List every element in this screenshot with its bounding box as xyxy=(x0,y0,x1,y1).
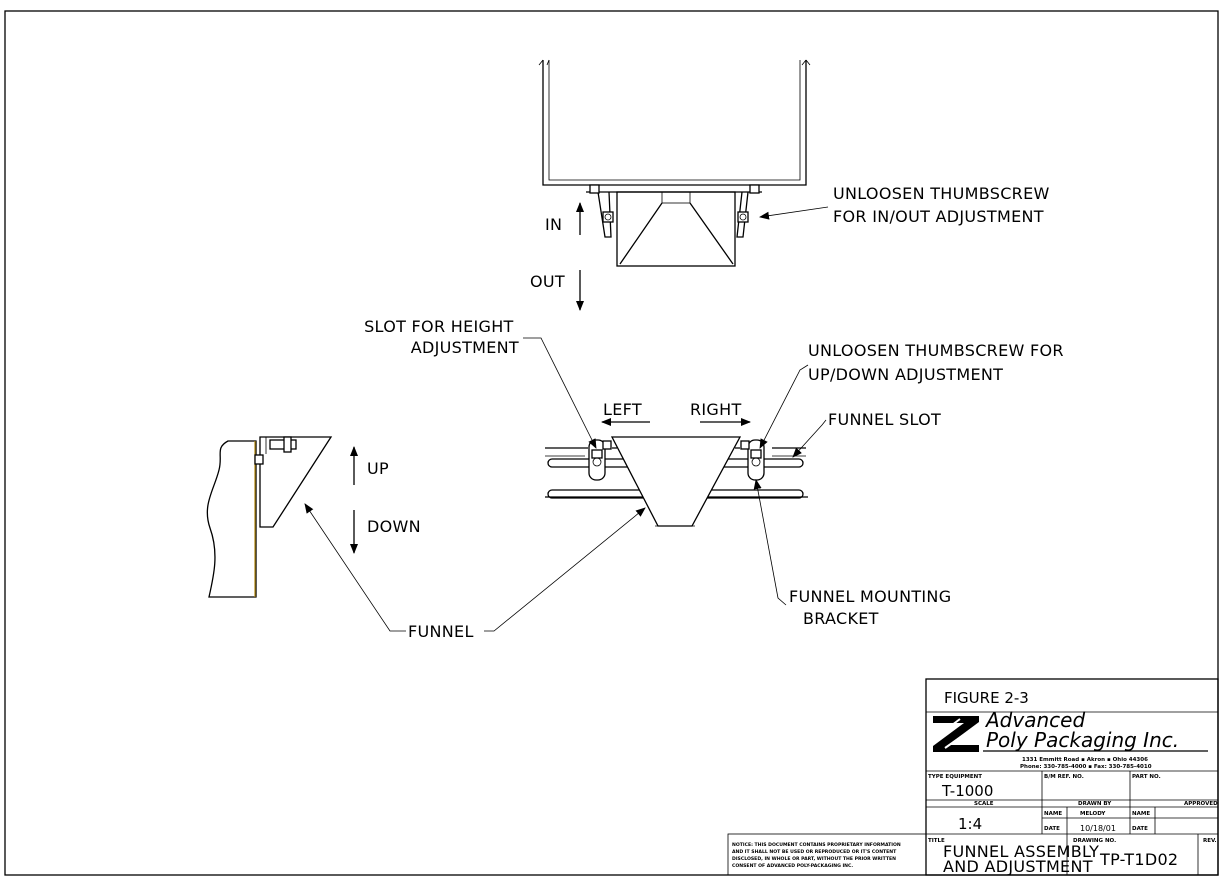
drawing-no-label: DRAWING NO. xyxy=(1073,838,1116,844)
scale-label: SCALE xyxy=(974,801,994,807)
svg-text:CONSENT OF ADVANCED POLY-PACKA: CONSENT OF ADVANCED POLY-PACKAGING INC. xyxy=(732,863,853,869)
left-label: LEFT xyxy=(603,400,642,419)
out-label: OUT xyxy=(530,272,565,291)
in-label: IN xyxy=(545,215,562,234)
notice-block: NOTICE: THIS DOCUMENT CONTAINS PROPRIETA… xyxy=(727,833,927,876)
right-label: RIGHT xyxy=(690,400,742,419)
drawn-date-label: DATE xyxy=(1044,826,1060,832)
figure-number: FIGURE 2-3 xyxy=(944,689,1029,707)
svg-text:AND IT SHALL NOT BE USED OR RE: AND IT SHALL NOT BE USED OR REPRODUCED O… xyxy=(732,849,897,855)
part-no-label: PART NO. xyxy=(1132,774,1161,780)
title-label: TITLE xyxy=(928,838,945,844)
drawing-title-line1: FUNNEL ASSEMBLY xyxy=(943,842,1099,861)
company-logo xyxy=(933,716,979,752)
drawn-by-label: DRAWN BY xyxy=(1078,801,1112,807)
drawn-name-label: NAME xyxy=(1044,811,1062,817)
top-view-assembly xyxy=(538,59,829,311)
approved-name-label: NAME xyxy=(1132,811,1150,817)
title-block xyxy=(925,678,1219,876)
company-phone: Phone: 330-785-4000 ▪ Fax: 330-785-4010 xyxy=(1020,764,1152,770)
front-view-assembly xyxy=(523,337,827,606)
mounting-bracket-note: FUNNEL MOUNTING BRACKET xyxy=(789,587,957,628)
side-view-assembly xyxy=(206,436,646,632)
drawn-date-value: 10/18/01 xyxy=(1080,824,1116,833)
in-out-thumbscrew-note: UNLOOSEN THUMBSCREW FOR IN/OUT ADJUSTMEN… xyxy=(833,184,1055,226)
approved-label: APPROVED xyxy=(1184,801,1218,807)
company-name-line2: Poly Packaging Inc. xyxy=(986,728,1179,752)
drawing-no-value: TP-T1D02 xyxy=(1099,850,1178,869)
type-equipment-value: T-1000 xyxy=(941,782,993,800)
slot-height-note: SLOT FOR HEIGHT ADJUSTMENT xyxy=(364,317,519,357)
drawn-name-value: MELODY xyxy=(1080,811,1106,817)
company-name-line1: Advanced xyxy=(984,708,1085,732)
drawing-title-line2: AND ADJUSTMENT xyxy=(943,857,1093,876)
scale-value: 1:4 xyxy=(958,815,982,833)
approved-date-label: DATE xyxy=(1132,826,1148,832)
up-label: UP xyxy=(367,459,389,478)
funnel-slot-label: FUNNEL SLOT xyxy=(828,410,941,429)
drawing-border xyxy=(4,10,1219,876)
up-down-thumbscrew-note: UNLOOSEN THUMBSCREW FOR UP/DOWN ADJUSTME… xyxy=(808,341,1069,384)
down-label: DOWN xyxy=(367,517,421,536)
svg-text:NOTICE: THIS DOCUMENT CONTAINS: NOTICE: THIS DOCUMENT CONTAINS PROPRIETA… xyxy=(732,842,901,848)
funnel-label: FUNNEL xyxy=(408,622,474,641)
svg-text:DISCLOSED, IN WHOLE OR PART, W: DISCLOSED, IN WHOLE OR PART, WITHOUT THE… xyxy=(732,856,896,862)
company-address: 1331 Emmitt Road ▪ Akron ▪ Ohio 44306 xyxy=(1022,757,1148,763)
bm-ref-label: B/M REF. NO. xyxy=(1044,774,1084,780)
rev-label: REV. xyxy=(1203,838,1217,844)
type-equipment-label: TYPE EQUIPMENT xyxy=(928,774,982,780)
